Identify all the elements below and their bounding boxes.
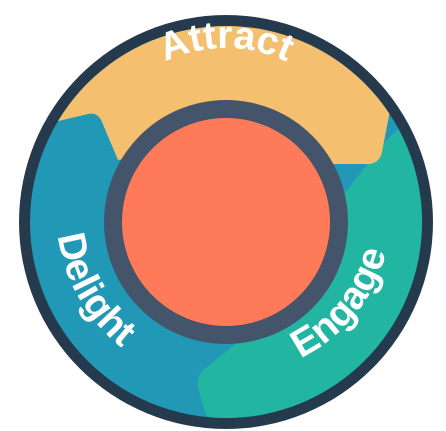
hub-center [122,118,330,326]
